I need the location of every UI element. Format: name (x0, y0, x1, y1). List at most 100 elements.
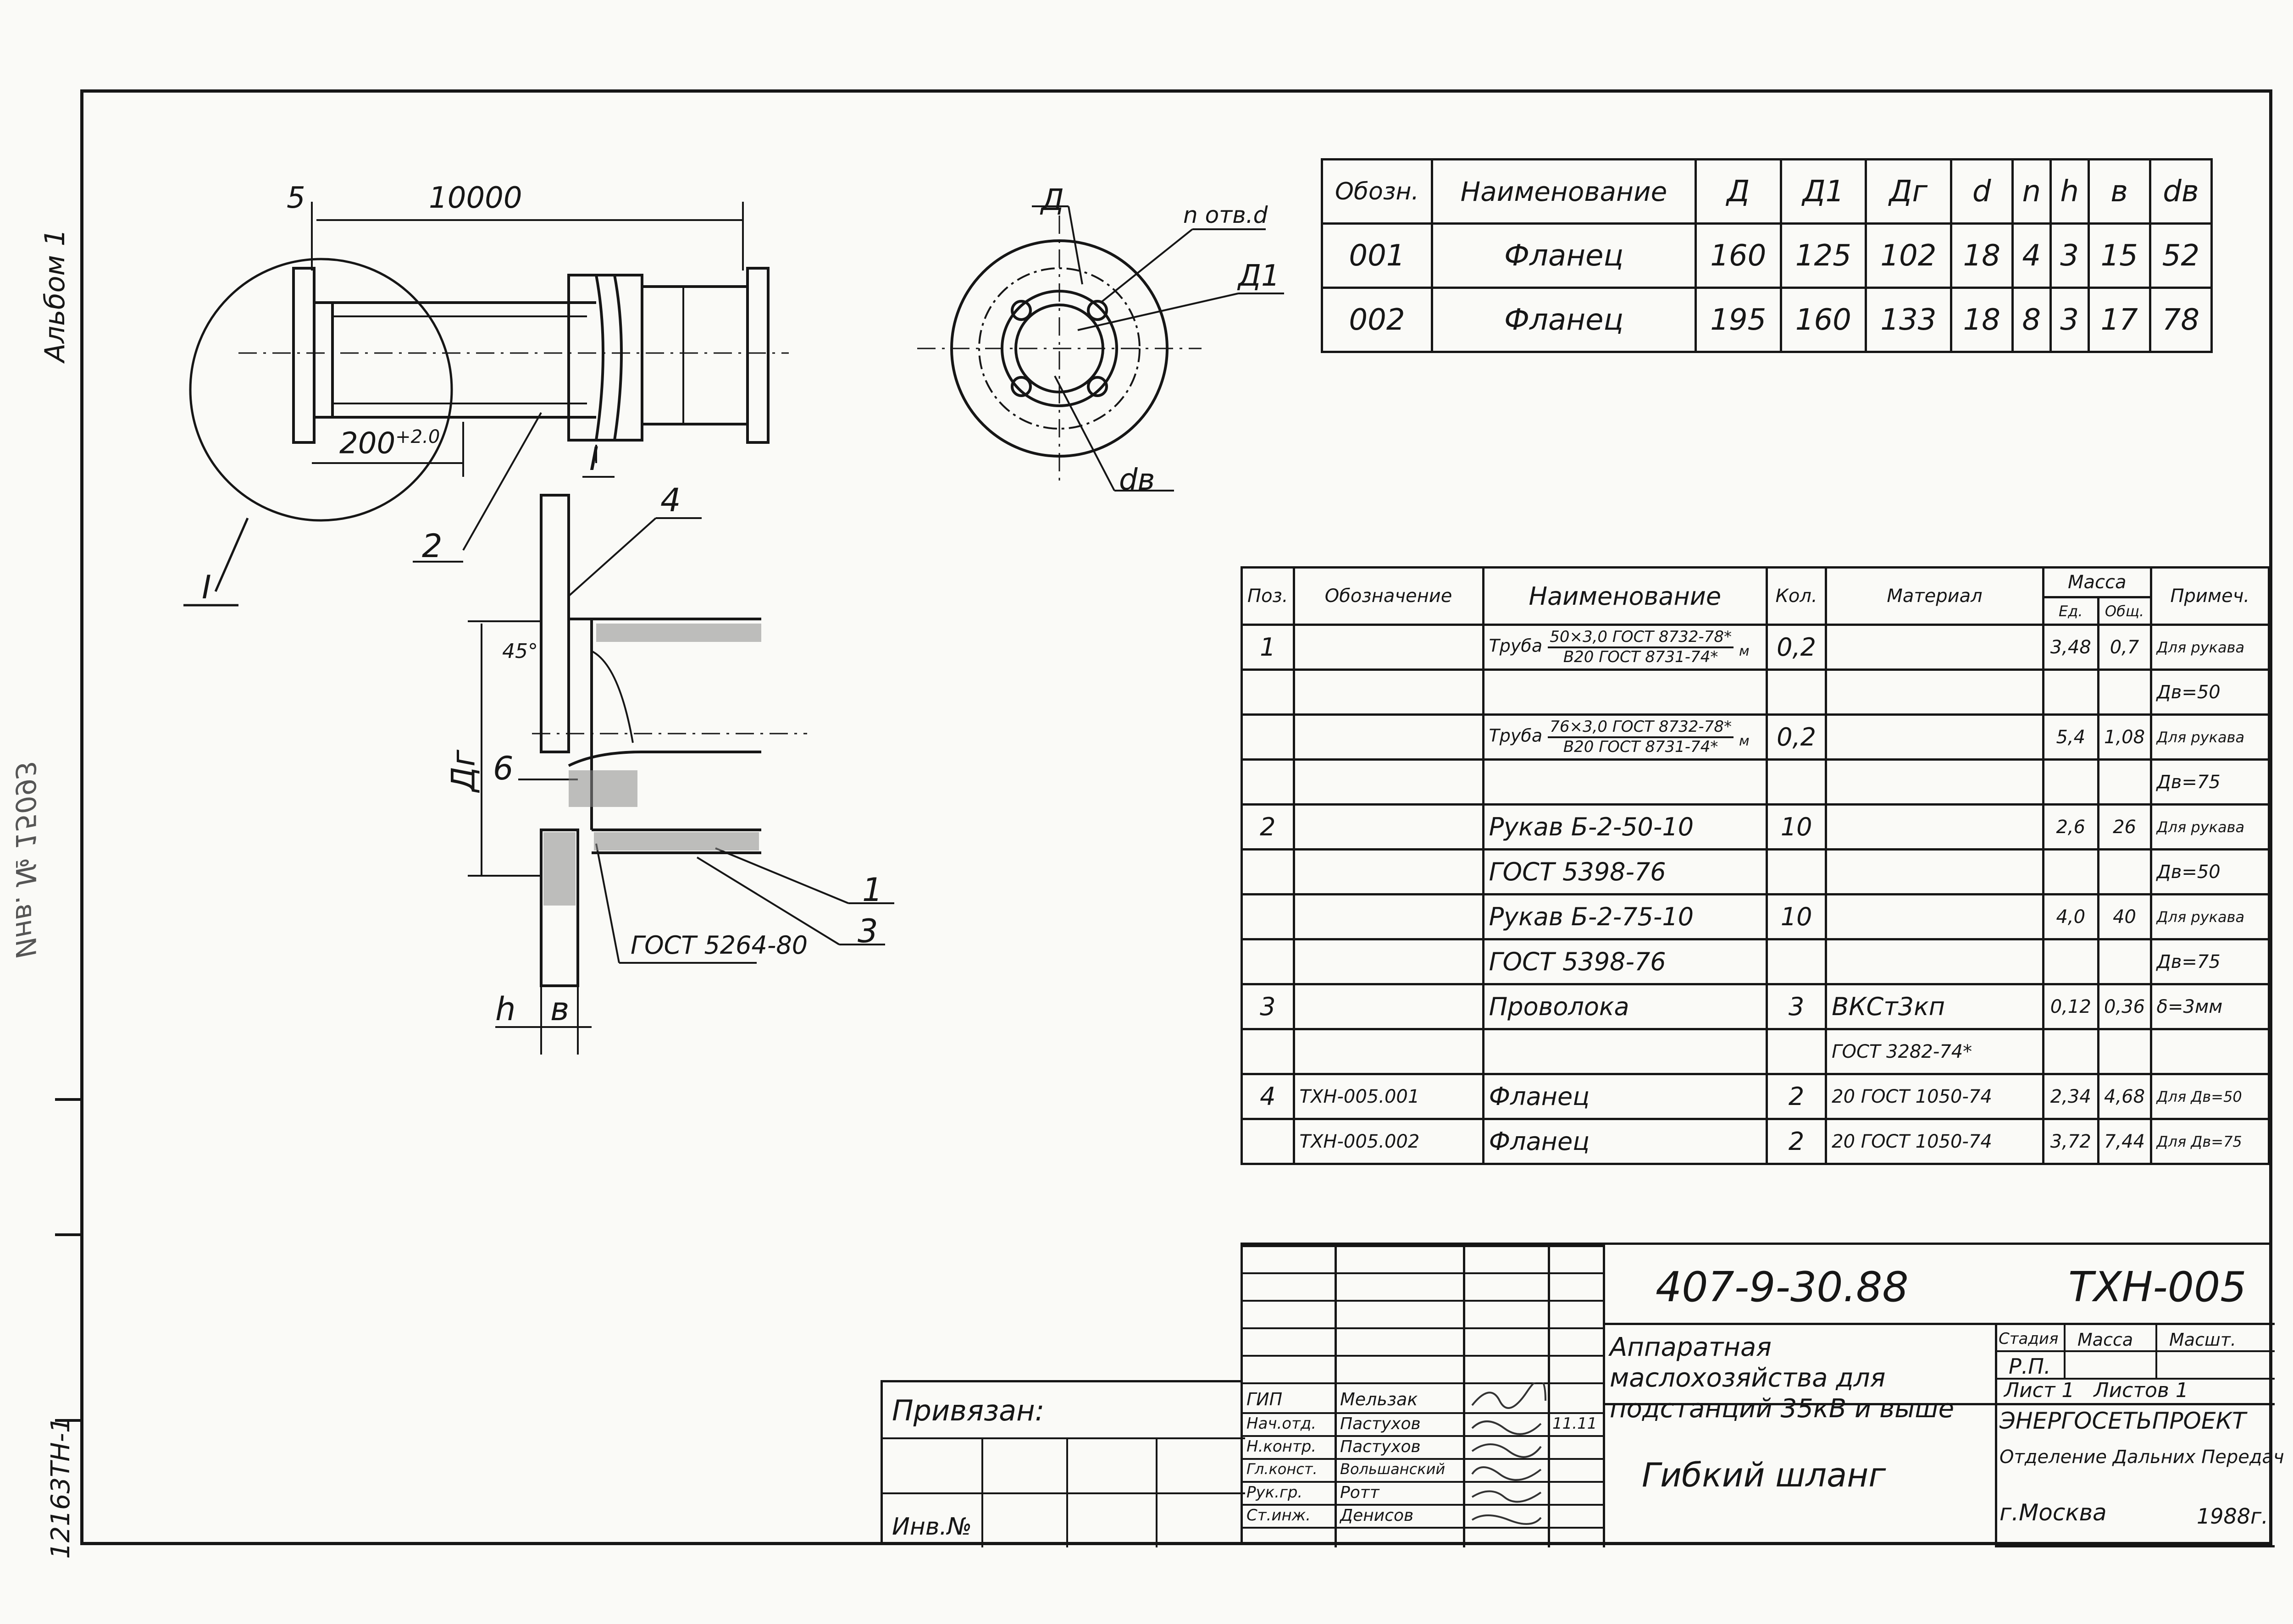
bound-label: Привязан: (892, 1394, 1045, 1427)
col-header: в (2087, 158, 2151, 225)
cell-qty: 2 (1765, 1073, 1828, 1120)
cell-designation (1292, 758, 1484, 806)
role: Ст.инж. (1246, 1506, 1311, 1525)
role: ГИП (1246, 1389, 1283, 1409)
grid-line (1156, 1437, 1158, 1547)
sheets-label: Листов (2094, 1379, 2169, 1402)
cell-note: Дв=75 (2149, 938, 2271, 985)
dim-length: 10000 (429, 181, 522, 215)
grid-line (1243, 1272, 1605, 1274)
cell-designation: ТХН-005.001 (1292, 1073, 1484, 1120)
spec-table: Поз. Обозначение Наименование Кол. Матер… (1241, 566, 2271, 1165)
cell-material (1825, 893, 2044, 940)
signatures (1471, 1382, 1546, 1525)
role: Гл.конст. (1246, 1460, 1318, 1478)
org-division: Отделение Дальних Передач (1999, 1447, 2284, 1468)
cell-mass-unit: 5,4 (2042, 713, 2099, 761)
inventory-label: Инв.№ (892, 1513, 972, 1541)
cell-mass-unit (2042, 1028, 2099, 1075)
cell-designation (1292, 893, 1484, 940)
cell-pos (1241, 758, 1295, 806)
flange-dim-D: Д (1041, 183, 1064, 217)
object-title: Аппаратная маслохозяйства для подстанций… (1610, 1332, 1955, 1424)
cell: 3 (2049, 222, 2090, 289)
cell-name-text: Труба (1489, 726, 1543, 746)
cell-note: Для рукава (2149, 713, 2271, 761)
grid-line (1243, 1327, 1605, 1329)
frac-top: 76×3,0 ГОСТ 8732-78* (1548, 718, 1734, 738)
header-note: Примеч. (2149, 566, 2271, 626)
cell-mass-unit: 4,0 (2042, 893, 2099, 940)
margin-tick (55, 1233, 83, 1236)
dim-pos5: 5 (287, 181, 305, 215)
cell-designation (1292, 713, 1484, 761)
cell: 18 (1950, 222, 2014, 289)
grid-line (1463, 1245, 1465, 1547)
table-row: Рукав Б-2-75-10 10 4,0 40 Для рукава (1241, 893, 2271, 940)
cell-qty: 0,2 (1765, 713, 1828, 761)
cell: 195 (1695, 287, 1782, 353)
grid-line (1243, 1481, 1605, 1483)
role: Нач.отд. (1246, 1414, 1317, 1433)
grid-line (1605, 1403, 2275, 1405)
cell-material (1825, 713, 2044, 761)
cell-mass-total: 4,68 (2097, 1073, 2152, 1120)
grid-line (1243, 1504, 1605, 1506)
callout-I: I (202, 569, 211, 606)
cell-name: ГОСТ 5398-76 (1482, 938, 1768, 985)
cell-note: δ=3мм (2149, 983, 2271, 1030)
drawing-code: ТХН-005 (2068, 1263, 2247, 1311)
dim-b: в (550, 990, 570, 1028)
cell-designation (1292, 668, 1484, 716)
grid-line (1995, 1323, 1997, 1547)
header-mass: Масса (2042, 566, 2152, 598)
cell: Фланец (1431, 287, 1697, 353)
frac-unit: м (1739, 733, 1750, 750)
callout-6: 6 (493, 750, 514, 787)
grid-line (1243, 1435, 1605, 1437)
cell-designation (1292, 624, 1484, 671)
sheet-number: 1 (2061, 1379, 2075, 1402)
sign-date: 11.11 (1552, 1414, 1597, 1433)
cell-designation (1292, 803, 1484, 851)
grid-line (1243, 1458, 1605, 1460)
cell-qty (1765, 1028, 1828, 1075)
col-header: Наименование (1431, 158, 1697, 225)
role-name: Мельзак (1340, 1389, 1418, 1409)
table-row: 4 ТХН-005.001 Фланец 2 20 ГОСТ 1050-74 2… (1241, 1073, 2271, 1120)
cell-mass-unit: 0,12 (2042, 983, 2099, 1030)
cell-material: 20 ГОСТ 1050-74 (1825, 1073, 2044, 1120)
grid-line (883, 1437, 1245, 1439)
header-pos: Поз. (1241, 566, 1295, 626)
header-mass-unit: Ед. (2042, 596, 2099, 626)
flange-holes: n отв.d (1183, 202, 1268, 228)
cell-pos (1241, 668, 1295, 716)
cell: 001 (1321, 222, 1433, 289)
header-mass-total: Общ. (2097, 596, 2152, 626)
cell-mass-unit (2042, 668, 2099, 716)
table-row: 1 Труба 50×3,0 ГОСТ 8732-78*В20 ГОСТ 873… (1241, 624, 2271, 671)
flange-table: Обозн. Наименование Д Д1 Дг d n h в dв 0… (1321, 158, 2213, 353)
cell-name: ГОСТ 5398-76 (1482, 848, 1768, 895)
pipe-fraction: 50×3,0 ГОСТ 8732-78*В20 ГОСТ 8731-74* (1548, 628, 1734, 666)
sheet-code: 12163ТН-1 (46, 1416, 76, 1559)
spec-header: Поз. Обозначение Наименование Кол. Матер… (1241, 566, 2271, 626)
role-name: Вольшанский (1340, 1460, 1446, 1478)
cell-material (1825, 758, 2044, 806)
role: Н.контр. (1246, 1437, 1317, 1456)
cell-mass-unit: 3,72 (2042, 1118, 2099, 1165)
cell-name: Рукав Б-2-75-10 (1482, 893, 1768, 940)
cell-name: Труба 50×3,0 ГОСТ 8732-78*В20 ГОСТ 8731-… (1482, 624, 1768, 671)
cell-mass-total: 40 (2097, 893, 2152, 940)
grid-line (1548, 1245, 1550, 1547)
cell-mass-total: 1,08 (2097, 713, 2152, 761)
cell-name: Рукав Б-2-50-10 (1482, 803, 1768, 851)
header-name: Наименование (1482, 566, 1768, 626)
cell-mass-total: 7,44 (2097, 1118, 2152, 1165)
table-row: 001 Фланец 160 125 102 18 4 3 15 52 (1321, 222, 2213, 289)
cell-qty: 10 (1765, 803, 1828, 851)
cell-name-text: Труба (1489, 636, 1543, 656)
role: Рук.гр. (1246, 1483, 1303, 1502)
frac-unit: м (1739, 643, 1750, 660)
cell-note: Для рукава (2149, 624, 2271, 671)
